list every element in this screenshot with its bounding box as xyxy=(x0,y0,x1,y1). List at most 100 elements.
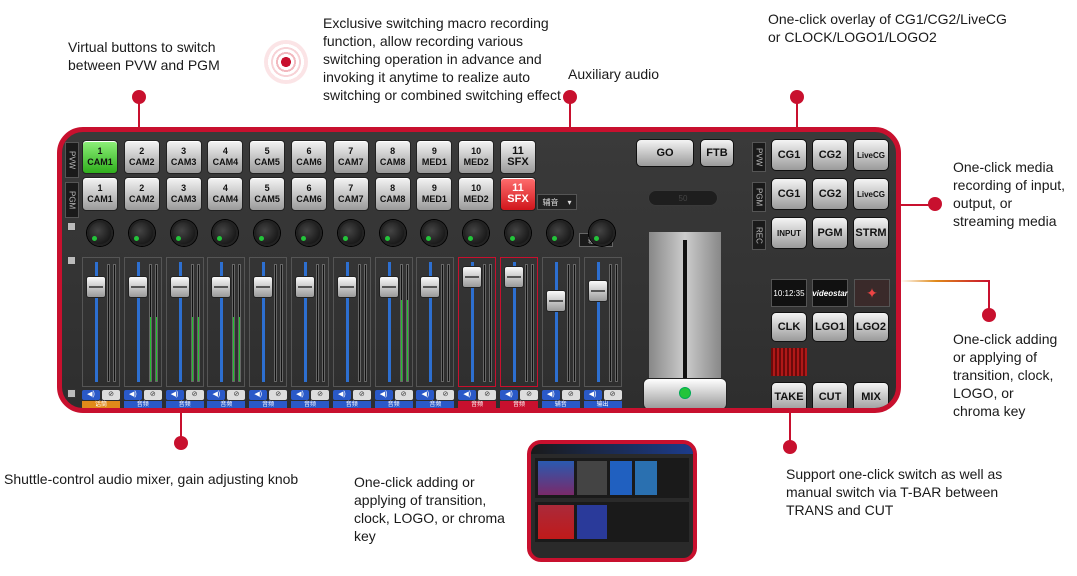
fader-handle[interactable] xyxy=(253,276,274,298)
gain-knob[interactable] xyxy=(463,220,490,246)
overlay-pvw-cg1[interactable]: CG1 xyxy=(771,139,807,171)
mute-icon[interactable]: ⊘ xyxy=(269,390,288,400)
overlay-rec-input[interactable]: INPUT xyxy=(771,217,807,249)
tbar-handle[interactable] xyxy=(643,378,727,408)
mute-icon[interactable]: ⊘ xyxy=(478,390,497,400)
gain-knob[interactable] xyxy=(296,220,322,246)
mute-icon[interactable]: ⊘ xyxy=(102,390,120,400)
transition-thumb[interactable] xyxy=(771,348,807,376)
overlay-pvw-livecg[interactable]: LiveCG xyxy=(853,139,889,171)
speaker-icon[interactable]: ◀) xyxy=(583,390,602,400)
overlay-pvw-cg2[interactable]: CG2 xyxy=(812,139,848,171)
gain-knob[interactable] xyxy=(546,220,573,246)
speaker-icon[interactable]: ◀) xyxy=(458,390,477,400)
fader-handle[interactable] xyxy=(295,276,315,298)
speaker-icon[interactable]: ◀) xyxy=(249,390,268,400)
pgm-side-tab[interactable]: PGM xyxy=(65,182,79,218)
fader-handle[interactable] xyxy=(127,276,148,298)
transition-button-cut[interactable]: CUT xyxy=(812,382,848,408)
fader-handle[interactable] xyxy=(211,276,232,298)
mute-icon[interactable]: ⊘ xyxy=(561,390,580,400)
speaker-icon[interactable]: ◀) xyxy=(207,390,226,400)
mute-icon[interactable]: ⊘ xyxy=(520,390,538,400)
gain-knob[interactable] xyxy=(170,220,197,246)
mute-icon[interactable]: ⊘ xyxy=(352,390,371,400)
mute-icon[interactable]: ⊘ xyxy=(436,390,455,400)
fader-handle[interactable] xyxy=(86,276,106,298)
speaker-icon[interactable]: ◀) xyxy=(416,390,435,400)
rec-tab[interactable]: REC xyxy=(752,220,766,250)
fader-handle[interactable] xyxy=(378,276,399,298)
logo2-thumb[interactable]: ✦ xyxy=(854,279,890,307)
clock-logo-button-lgo1[interactable]: LGO1 xyxy=(812,312,848,342)
gain-knob[interactable] xyxy=(212,220,239,246)
mute-icon[interactable]: ⊘ xyxy=(394,390,413,400)
overlay-rec-strm[interactable]: STRM xyxy=(853,217,889,249)
gain-knob[interactable] xyxy=(421,220,448,246)
fader-handle[interactable] xyxy=(545,290,566,312)
speaker-icon[interactable]: ◀) xyxy=(374,390,393,400)
mute-icon[interactable]: ⊘ xyxy=(143,390,162,400)
speaker-icon[interactable]: ◀) xyxy=(82,390,100,400)
fader-handle[interactable] xyxy=(504,266,524,288)
gain-knob[interactable] xyxy=(128,220,155,246)
go-button[interactable]: GO xyxy=(636,139,694,167)
logo1-thumb[interactable]: videostar xyxy=(812,279,848,307)
fader-handle[interactable] xyxy=(169,276,190,298)
overlay-pvw-tab[interactable]: PVW xyxy=(752,142,766,172)
fader-handle[interactable] xyxy=(336,276,357,298)
speaker-icon[interactable]: ◀) xyxy=(123,390,142,400)
speaker-icon[interactable]: ◀) xyxy=(500,390,518,400)
aux-dropdown[interactable]: 辅音 ▾ xyxy=(537,194,577,210)
overlay-pgm-livecg[interactable]: LiveCG xyxy=(853,178,889,210)
speaker-icon[interactable]: ◀) xyxy=(541,390,560,400)
checkbox[interactable] xyxy=(67,222,76,231)
checkbox[interactable] xyxy=(67,389,76,398)
clock-logo-button-lgo2[interactable]: LGO2 xyxy=(853,312,889,342)
mute-icon[interactable]: ⊘ xyxy=(311,390,329,400)
gain-knob[interactable] xyxy=(379,220,406,246)
fader-handle[interactable] xyxy=(462,266,483,288)
overlay-pgm-tab[interactable]: PGM xyxy=(752,182,766,212)
gain-knob[interactable] xyxy=(337,220,364,246)
speaker-icon[interactable]: ◀) xyxy=(291,390,309,400)
fader-handle[interactable] xyxy=(587,280,608,302)
gain-knob[interactable] xyxy=(588,220,615,246)
clock-thumb[interactable]: 10:12:35 xyxy=(771,279,807,307)
overlay-pgm-cg2[interactable]: CG2 xyxy=(812,178,848,210)
mute-icon[interactable]: ⊘ xyxy=(185,390,204,400)
transition-button-take[interactable]: TAKE xyxy=(771,382,807,408)
transition-button-mix[interactable]: MIX xyxy=(853,382,889,408)
gain-knob[interactable] xyxy=(87,220,113,246)
clock-logo-button-clk[interactable]: CLK xyxy=(771,312,807,342)
overlay-rec-pgm[interactable]: PGM xyxy=(812,217,848,249)
speaker-icon[interactable]: ◀) xyxy=(332,390,351,400)
overlay-pgm-cg1[interactable]: CG1 xyxy=(771,178,807,210)
mute-icon[interactable]: ⊘ xyxy=(603,390,622,400)
speaker-icon[interactable]: ◀) xyxy=(165,390,184,400)
fader-handle[interactable] xyxy=(420,276,441,298)
mute-icon[interactable]: ⊘ xyxy=(227,390,246,400)
gain-knob[interactable] xyxy=(505,220,531,246)
